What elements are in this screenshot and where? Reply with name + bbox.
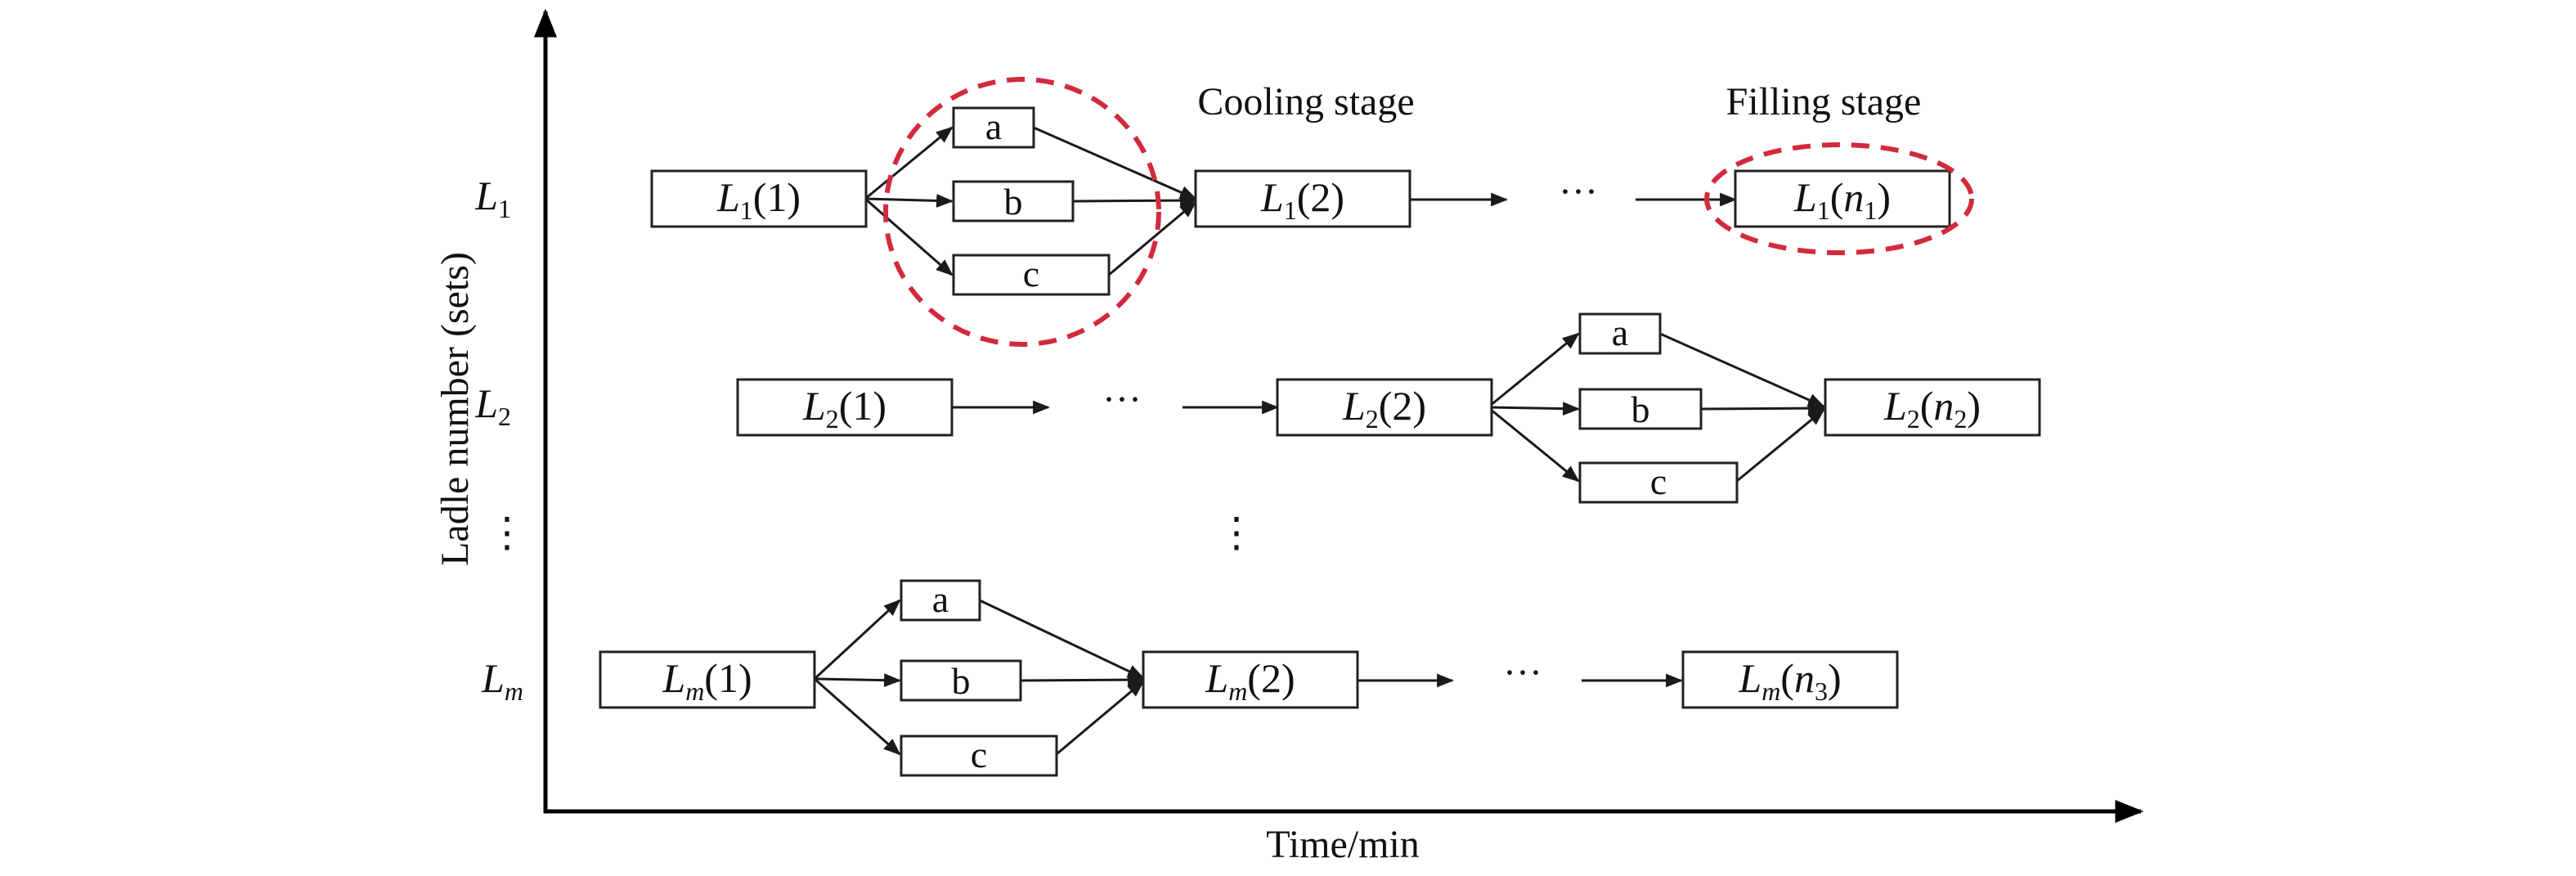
node-r2-c: c — [1578, 460, 1739, 504]
svg-text:b: b — [952, 660, 971, 702]
r1-ellipsis: ··· — [1559, 170, 1598, 213]
edge-rm-n1-b — [814, 673, 902, 688]
node-r2-n: L2(n2) — [1824, 378, 2041, 437]
cooling-stage-label: Cooling stage — [1197, 80, 1414, 124]
node-rm-a: a — [900, 578, 981, 622]
edge-rm-n1-c — [814, 677, 901, 756]
node-rm-2: Lm(2) — [1142, 650, 1359, 709]
node-rm-c: c — [900, 734, 1058, 777]
row-label-vertical-ellipsis: ⋮ — [487, 510, 527, 555]
edge-r1-a-n2 — [1033, 126, 1197, 200]
node-rm-1: Lm(1) — [599, 650, 816, 709]
row-label-1: L1 — [474, 173, 511, 223]
cooling-stage-highlight — [883, 77, 1161, 347]
svg-text:c: c — [971, 734, 987, 775]
node-r1-c: c — [952, 253, 1111, 296]
svg-text:L2(1): L2(1) — [802, 383, 886, 434]
node-r1-b: b — [952, 180, 1075, 222]
node-r2-a: a — [1578, 312, 1662, 355]
row-label-2: L2 — [474, 380, 511, 431]
node-r1-n: L1(n1) — [1734, 169, 1951, 228]
edge-rm-a-n2 — [979, 599, 1145, 680]
svg-text:c: c — [1650, 460, 1667, 502]
edge-r1-b-n2 — [1072, 193, 1198, 208]
node-rm-b: b — [900, 659, 1022, 702]
node-r2-b: b — [1578, 388, 1703, 430]
edge-rm-c-n2 — [1056, 680, 1145, 756]
edge-r1-n1-a — [864, 126, 954, 200]
filling-stage-highlight — [1704, 142, 1974, 255]
svg-text:c: c — [1023, 253, 1039, 294]
svg-text:L1(n1): L1(n1) — [1793, 174, 1891, 225]
svg-text:a: a — [985, 106, 1002, 147]
node-r1-1: L1(1) — [650, 169, 868, 228]
svg-text:L1(2): L1(2) — [1260, 174, 1344, 225]
edge-r2-a-nn — [1659, 332, 1825, 408]
svg-text:b: b — [1631, 389, 1650, 430]
svg-text:L2(2): L2(2) — [1342, 383, 1426, 434]
svg-text:L1(1): L1(1) — [716, 174, 801, 225]
svg-text:Lm(1): Lm(1) — [662, 655, 752, 706]
r2-ellipsis: ··· — [1102, 378, 1142, 421]
filling-stage-label: Filling stage — [1726, 80, 1922, 124]
middle-vertical-ellipsis: ⋮ — [1216, 510, 1257, 555]
row-label-m: Lm — [481, 655, 523, 706]
node-r1-2: L1(2) — [1194, 169, 1411, 228]
svg-text:a: a — [932, 578, 949, 620]
edge-r2-b-nn — [1700, 401, 1826, 416]
svg-text:b: b — [1004, 181, 1023, 222]
edge-r2-n2-c — [1489, 407, 1580, 483]
node-r2-2: L2(2) — [1276, 378, 1493, 437]
edge-r1-c-n2 — [1108, 200, 1197, 276]
edge-r2-n2-b — [1489, 402, 1581, 416]
svg-text:Lm(n3): Lm(n3) — [1738, 655, 1841, 706]
svg-text:a: a — [1612, 312, 1628, 353]
svg-text:L2(n2): L2(n2) — [1883, 383, 1981, 434]
node-rm-n: Lm(n3) — [1681, 650, 1899, 709]
node-r1-a: a — [952, 106, 1035, 149]
edge-rm-b-n2 — [1020, 672, 1146, 687]
svg-text:Lm(2): Lm(2) — [1205, 655, 1295, 706]
rm-ellipsis: ··· — [1503, 651, 1542, 694]
x-axis-label: Time/min — [1266, 823, 1420, 866]
edge-r2-c-nn — [1736, 408, 1825, 483]
edge-r1-n1-c — [864, 197, 954, 276]
y-axis-label: Ladle number (sets) — [433, 252, 477, 566]
node-r2-1: L2(1) — [736, 378, 954, 437]
edge-r2-n2-a — [1489, 332, 1580, 407]
edge-r1-n1-b — [864, 194, 954, 208]
edge-rm-n1-a — [813, 599, 901, 681]
